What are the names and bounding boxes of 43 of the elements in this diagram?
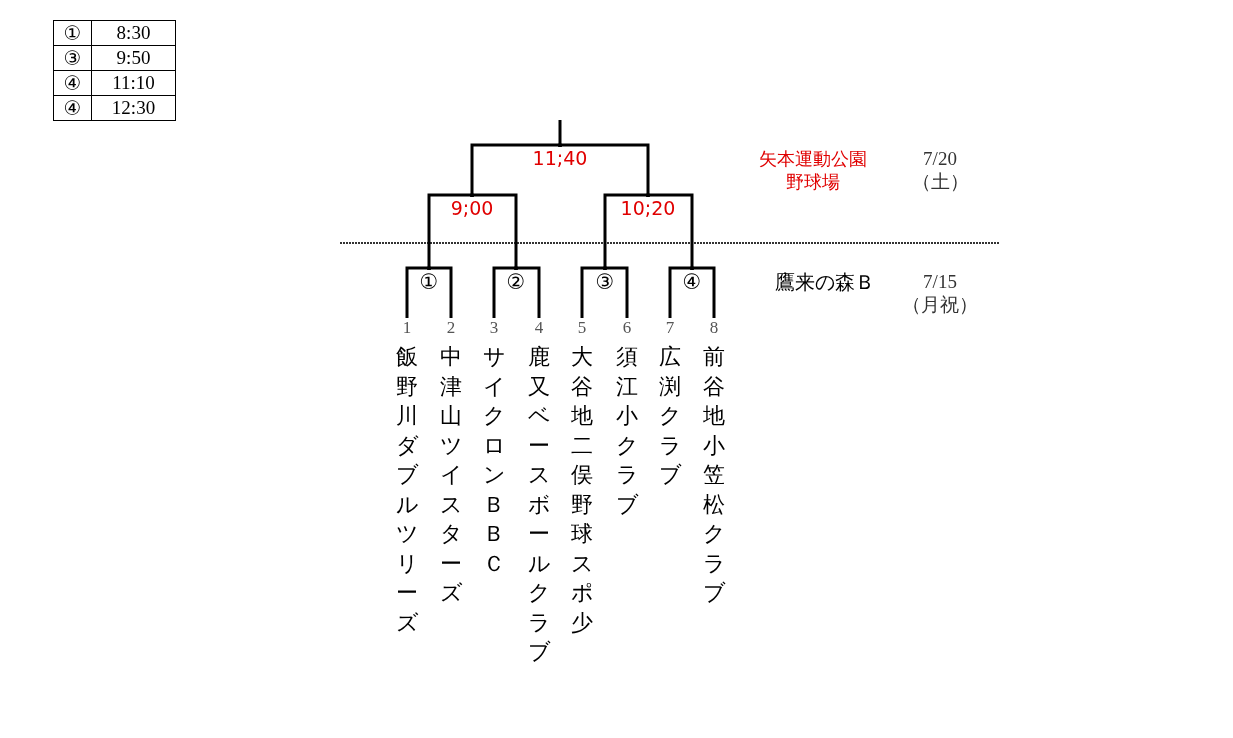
- match-number: ④: [678, 270, 706, 294]
- schedule-cell: 11:10: [91, 70, 176, 96]
- team-name: 鹿又ベースボールクラブ: [527, 343, 551, 666]
- match-number: ③: [591, 270, 619, 294]
- bracket-line: [405, 266, 431, 318]
- bracket-line: [470, 143, 562, 197]
- match-time: 9;00: [442, 197, 502, 219]
- seed-number: 8: [709, 318, 719, 338]
- team-name: 前谷地小笠松クラブ: [702, 343, 726, 607]
- schedule-cell: ④: [53, 70, 92, 96]
- match-time: 10;20: [616, 197, 680, 219]
- seed-number: 7: [665, 318, 675, 338]
- date-text: 7/15 （月祝）: [901, 270, 979, 316]
- team-name: 須江小クラブ: [615, 343, 639, 519]
- seed-number: 5: [577, 318, 587, 338]
- schedule-cell: 8:30: [91, 20, 176, 46]
- seed-number: 4: [534, 318, 544, 338]
- team-name: 大谷地二俣野球スポ少: [570, 343, 594, 637]
- seed-number: 3: [489, 318, 499, 338]
- team-name: サイクロンＢＢＣ: [482, 343, 506, 578]
- seed-number: 6: [622, 318, 632, 338]
- schedule-cell: ①: [53, 20, 92, 46]
- seed-number: 1: [402, 318, 412, 338]
- match-number: ①: [415, 270, 443, 294]
- match-number: ②: [502, 270, 530, 294]
- bracket-line: [492, 266, 518, 318]
- schedule-cell: ③: [53, 45, 92, 71]
- seed-number: 2: [446, 318, 456, 338]
- bracket-line: [558, 120, 562, 147]
- match-time: 11;40: [528, 147, 592, 169]
- bracket-line: [668, 266, 694, 318]
- schedule-cell: ④: [53, 95, 92, 121]
- venue-name: 矢本運動公園野球場: [758, 147, 868, 193]
- date-text: 7/20 （土）: [910, 147, 970, 193]
- venue-name: 鷹来の森Ｂ: [774, 270, 876, 294]
- team-name: 中津山ツイスターズ: [439, 343, 463, 607]
- bracket-line: [603, 193, 650, 270]
- bracket-line: [427, 193, 474, 270]
- schedule-cell: 12:30: [91, 95, 176, 121]
- bracket-line: [580, 266, 607, 318]
- team-name: 広渕クラブ: [658, 343, 682, 489]
- schedule-cell: 9:50: [91, 45, 176, 71]
- team-name: 飯野川ダブルツリーズ: [395, 343, 419, 637]
